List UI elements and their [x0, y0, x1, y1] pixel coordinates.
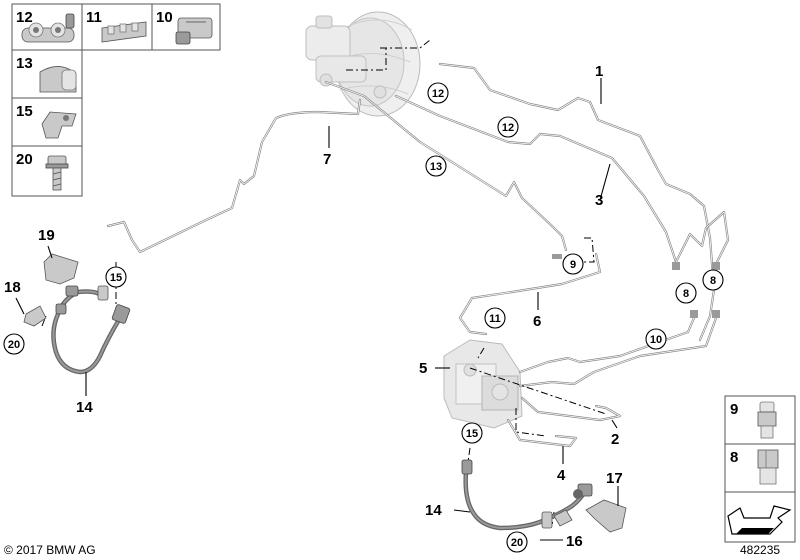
- copyright-text: © 2017 BMW AG: [4, 543, 96, 557]
- callout-12-lower[interactable]: 12: [497, 116, 519, 138]
- svg-text:9: 9: [570, 259, 576, 271]
- callout-20-left[interactable]: 20: [3, 333, 25, 355]
- part-label-7[interactable]: 7: [323, 151, 331, 168]
- svg-text:12: 12: [502, 122, 514, 134]
- pipe-holder-10-icon: [175, 17, 213, 45]
- legend-right-panel: 9 8: [724, 395, 796, 543]
- callout-20-right[interactable]: 20: [506, 531, 528, 553]
- brake-booster: [305, 11, 421, 117]
- union-nut-9-icon: [757, 401, 777, 439]
- svg-text:12: 12: [432, 88, 444, 100]
- abs-hydraulic-unit: [443, 339, 523, 429]
- part-label-16[interactable]: 16: [566, 533, 583, 550]
- clip-13-icon: [39, 66, 77, 93]
- callout-13[interactable]: 13: [425, 155, 447, 177]
- svg-text:20: 20: [511, 537, 523, 549]
- part-label-14-left[interactable]: 14: [76, 399, 93, 416]
- front-left-brake-hose: [23, 253, 131, 375]
- part-label-6[interactable]: 6: [533, 313, 541, 330]
- union-nut-8-icon: [757, 449, 779, 485]
- front-right-brake-hose: [461, 459, 627, 533]
- part-label-17[interactable]: 17: [606, 470, 623, 487]
- pipe-clip-12-icon: [21, 13, 75, 43]
- part-label-1[interactable]: 1: [595, 63, 603, 80]
- part-label-2[interactable]: 2: [611, 431, 619, 448]
- callout-15-left[interactable]: 15: [105, 266, 127, 288]
- svg-text:15: 15: [110, 272, 122, 284]
- part-number-labels: 1 3 7 6 5 2 4 14 14 16 17 18 19: [4, 63, 623, 550]
- part-label-5[interactable]: 5: [419, 360, 427, 377]
- svg-text:20: 20: [8, 339, 20, 351]
- legend-label-12: 12: [16, 9, 33, 26]
- part-label-18[interactable]: 18: [4, 279, 21, 296]
- bracket-15-icon: [41, 111, 77, 139]
- bolt-20-icon: [45, 155, 69, 191]
- legend-label-11: 11: [86, 9, 102, 26]
- diagram-id: 482235: [740, 543, 780, 557]
- legend-label-10: 10: [156, 9, 173, 26]
- reference-arrow-icon: [727, 505, 792, 535]
- svg-text:15: 15: [466, 428, 478, 440]
- circled-callouts: 12 12 13 9 8 8 11 10: [3, 82, 724, 553]
- svg-text:8: 8: [710, 275, 716, 287]
- svg-text:10: 10: [650, 334, 662, 346]
- legend-cell-20[interactable]: [11, 145, 83, 197]
- legend-label-8: 8: [730, 449, 738, 466]
- brake-pipes: [106, 62, 730, 448]
- callout-12-upper[interactable]: 12: [427, 82, 449, 104]
- part-label-4[interactable]: 4: [557, 467, 566, 484]
- legend-left-panel: 12 11 10 13 15 20: [11, 3, 221, 197]
- callout-9[interactable]: 9: [562, 253, 584, 275]
- legend-label-13: 13: [16, 55, 33, 72]
- pipe-holder-11-icon: [101, 21, 147, 43]
- callout-11[interactable]: 11: [484, 307, 506, 329]
- part-label-19[interactable]: 19: [38, 227, 55, 244]
- svg-text:8: 8: [683, 288, 689, 300]
- svg-text:13: 13: [430, 161, 442, 173]
- callout-8-left[interactable]: 8: [675, 282, 697, 304]
- part-label-14-right[interactable]: 14: [425, 502, 442, 519]
- legend-label-15: 15: [16, 103, 33, 120]
- callout-10[interactable]: 10: [645, 328, 667, 350]
- legend-label-20: 20: [16, 151, 33, 168]
- svg-text:11: 11: [489, 313, 501, 325]
- leader-lines: [15, 78, 619, 541]
- part-label-3[interactable]: 3: [595, 192, 603, 209]
- callout-8-right[interactable]: 8: [702, 269, 724, 291]
- callout-15-right[interactable]: 15: [461, 422, 483, 444]
- legend-label-9: 9: [730, 401, 738, 418]
